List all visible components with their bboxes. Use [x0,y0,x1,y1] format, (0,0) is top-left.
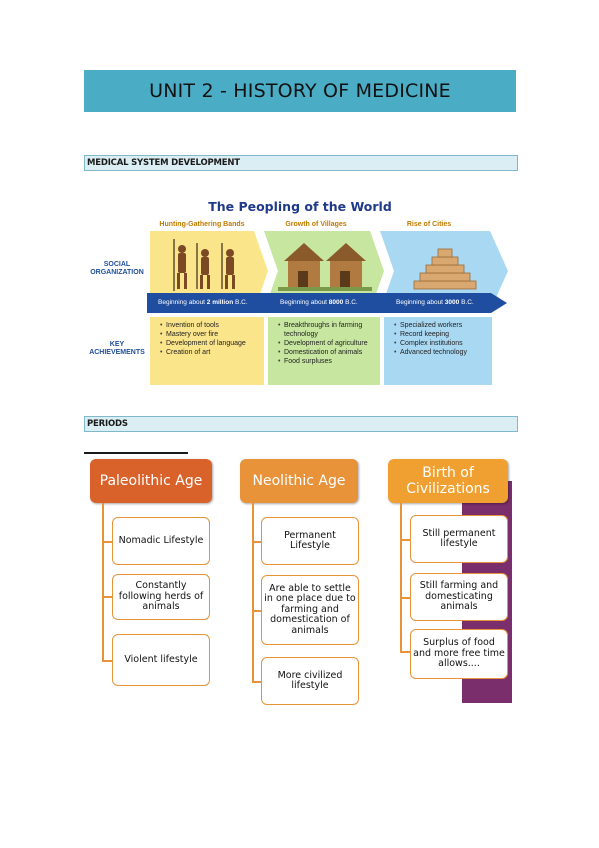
achievements-cities: Specialized workers Record keeping Compl… [384,317,492,385]
ziggurat-icon [413,248,477,290]
connector [400,503,402,651]
achievements-villages: Breakthroughs in farming technology Deve… [268,317,380,385]
achievement-item: Complex institutions [394,339,492,348]
connector [102,660,112,662]
hunters-figures-icon [177,245,235,289]
achievement-item: Record keeping [394,330,492,339]
achievements-hunting: Invention of tools Mastery over fire Dev… [150,317,264,385]
villages-illustration [264,231,384,311]
hut-icon [326,243,366,287]
timeline-label-2: Beginning about 8000 B.C. [280,299,358,306]
connector [102,541,112,543]
connector [252,503,254,681]
connector [102,503,104,661]
page-title-bar: UNIT 2 - HISTORY OF MEDICINE [84,70,516,112]
section-heading-periods: PERIODS [84,416,518,432]
divider [84,452,188,454]
achievement-item: Creation of art [160,348,264,357]
row-label-key: KEY ACHIEVEMENTS [89,341,145,356]
period-item: More civilized lifestyle [261,657,359,705]
achievement-item: Domestication of animals [278,348,380,357]
page-title: UNIT 2 - HISTORY OF MEDICINE [149,80,451,102]
column-heading-villages: Growth of Villages [285,221,347,228]
period-header-paleolithic: Paleolithic Age [90,459,212,503]
connector [102,596,112,598]
achievement-item: Breakthroughs in farming technology [278,321,380,339]
periods-diagram: Paleolithic Age Nomadic Lifestyle Consta… [84,452,516,705]
period-item: Surplus of food and more free time allow… [410,629,508,679]
connector [400,539,410,541]
connector [400,651,410,653]
infographic-title: The Peopling of the World [208,199,392,214]
achievement-item: Advanced technology [394,348,492,357]
hut-icon [284,243,324,287]
period-item: Violent lifestyle [112,634,210,686]
hunting-bands-illustration [150,231,268,311]
achievement-item: Food surpluses [278,357,380,366]
period-item: Still farming and domesticating animals [410,573,508,621]
achievement-item: Specialized workers [394,321,492,330]
period-header-civilizations: Birth of Civilizations [388,459,508,503]
timeline-label-1: Beginning about 2 million B.C. [158,299,248,306]
period-item: Are able to settle in one place due to f… [261,575,359,645]
connector [252,610,261,612]
period-item: Still permanent lifestyle [410,515,508,563]
period-header-neolithic: Neolithic Age [240,459,358,503]
achievement-item: Mastery over fire [160,330,264,339]
row-label-social: SOCIAL ORGANIZATION [90,261,144,276]
cities-illustration [380,231,508,311]
period-item: Nomadic Lifestyle [112,517,210,565]
connector [252,541,261,543]
achievement-item: Development of agriculture [278,339,380,348]
timeline-label-3: Beginning about 3000 B.C. [396,299,474,306]
column-heading-cities: Rise of Cities [406,221,452,228]
period-item: Permanent Lifestyle [261,517,359,565]
connector [252,681,261,683]
peopling-infographic: The Peopling of the World SOCIAL ORGANIZ… [84,195,516,395]
achievement-item: Invention of tools [160,321,264,330]
connector [400,597,410,599]
timeline-arrow [147,293,507,313]
section-heading-medical-system: MEDICAL SYSTEM DEVELOPMENT [84,155,518,171]
column-heading-hunting: Hunting-Gathering Bands [159,221,245,228]
period-item: Constantly following herds of animals [112,574,210,620]
achievement-item: Development of language [160,339,264,348]
